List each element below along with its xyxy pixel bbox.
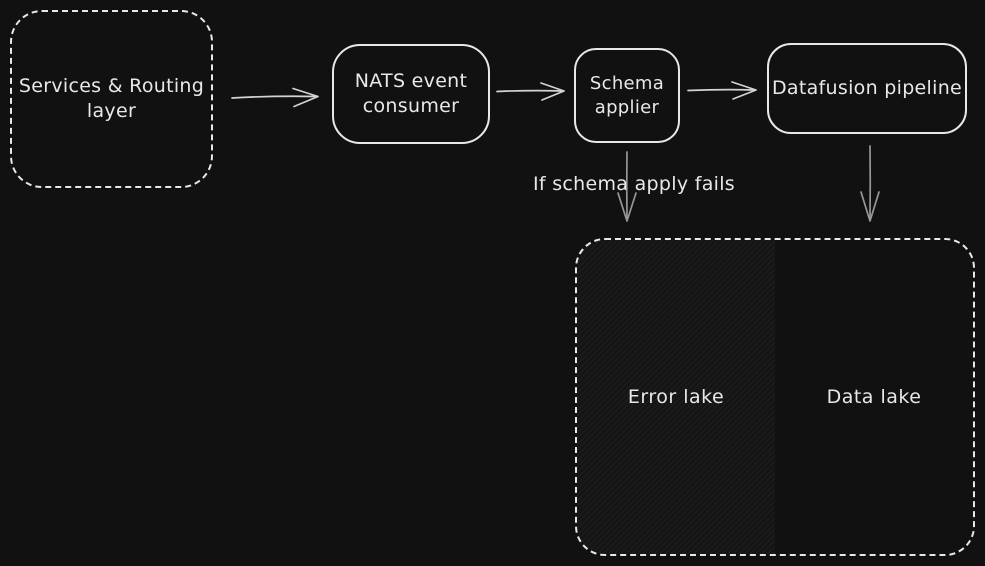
- arrow-services-to-nats: [231, 87, 319, 108]
- node-lake-container: Error lake Data lake: [575, 238, 975, 556]
- node-datafusion-pipeline-label: Datafusion pipeline: [771, 76, 963, 99]
- node-schema-applier: Schema applier: [574, 48, 680, 143]
- node-services-routing-layer: Services & Routing layer: [10, 10, 213, 188]
- arrow-nats-to-schema: [496, 82, 565, 101]
- edge-label-if-schema-apply-fails: If schema apply fails: [532, 173, 735, 195]
- data-lake-label: Data lake: [826, 386, 922, 408]
- node-datafusion-pipeline: Datafusion pipeline: [767, 43, 967, 134]
- region-data-lake: Data lake: [775, 240, 973, 554]
- node-schema-applier-label: Schema applier: [589, 72, 665, 118]
- arrow-schema-to-datafusion: [687, 81, 757, 100]
- error-lake-label: Error lake: [627, 386, 725, 408]
- node-nats-event-consumer: NATS event consumer: [332, 44, 490, 144]
- region-error-lake: Error lake: [577, 240, 775, 554]
- node-services-routing-layer-label: Services & Routing layer: [18, 74, 205, 122]
- node-nats-event-consumer-label: NATS event consumer: [354, 69, 468, 117]
- arrow-datafusion-to-data-lake: [860, 145, 880, 222]
